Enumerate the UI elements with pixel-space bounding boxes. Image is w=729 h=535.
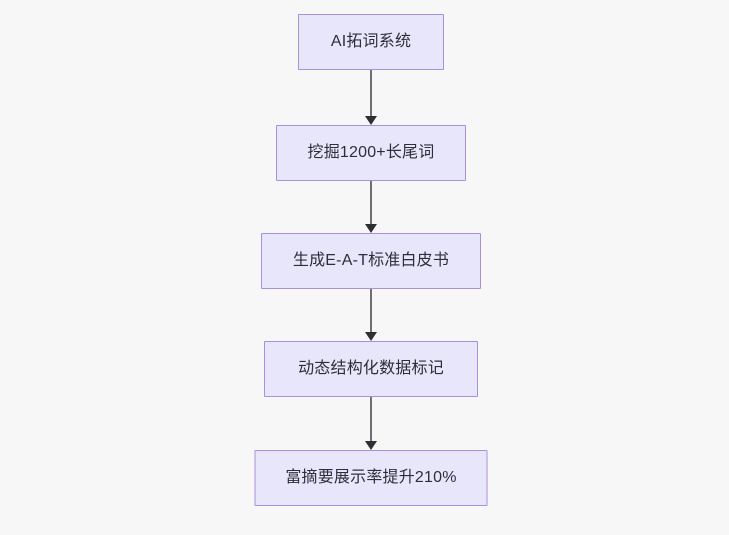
- flow-node-dynamic-structured-data-markup[interactable]: 动态结构化数据标记: [264, 341, 478, 397]
- connector-line: [370, 289, 372, 332]
- flow-node-generate-eat-whitepaper[interactable]: 生成E-A-T标准白皮书: [261, 233, 481, 289]
- arrowhead-down-icon: [365, 332, 377, 341]
- arrowhead-down-icon: [365, 224, 377, 233]
- flow-node-label: 动态结构化数据标记: [298, 360, 444, 378]
- flow-connector-4-5: [359, 397, 383, 450]
- flow-node-label: AI拓词系统: [330, 33, 412, 51]
- arrowhead-down-icon: [365, 116, 377, 125]
- connector-line: [370, 70, 372, 116]
- flow-node-label: 生成E-A-T标准白皮书: [292, 252, 450, 270]
- flow-node-ai-keyword-system[interactable]: AI拓词系统: [298, 14, 444, 70]
- flow-node-label: 挖掘1200+长尾词: [307, 144, 435, 162]
- connector-line: [370, 397, 372, 441]
- flow-node-label: 富摘要展示率提升210%: [285, 469, 457, 487]
- flow-connector-2-3: [359, 181, 383, 233]
- flow-node-mine-longtail-keywords[interactable]: 挖掘1200+长尾词: [276, 125, 466, 181]
- arrowhead-down-icon: [365, 441, 377, 450]
- flow-connector-3-4: [359, 289, 383, 341]
- connector-line: [370, 181, 372, 224]
- flow-connector-1-2: [359, 70, 383, 125]
- flow-node-rich-snippet-impression-lift[interactable]: 富摘要展示率提升210%: [254, 450, 488, 506]
